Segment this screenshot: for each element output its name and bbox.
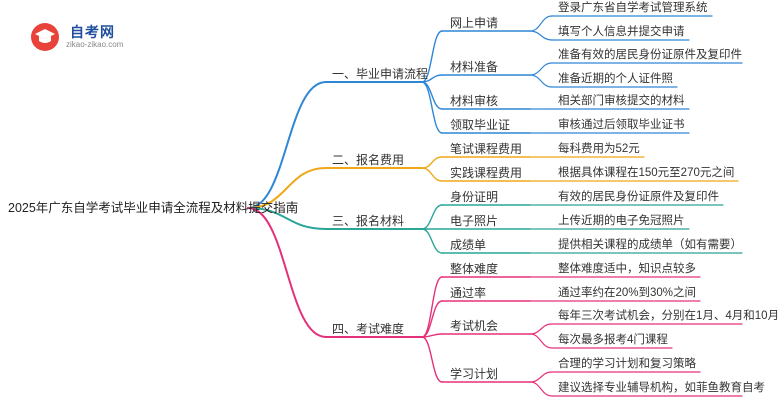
leaf-label-3-3-1: 提供相关课程的成绩单（如有需要） [558, 239, 742, 251]
site-logo: 自考网 zikao-zikao.com [30, 22, 150, 52]
leaf-label-1-4-1: 审核通过后领取毕业证书 [558, 119, 685, 131]
edge-leaf-4-4-1 [529, 371, 553, 383]
edge-root-branch-1 [247, 81, 327, 209]
edge-branch-4-child-2 [421, 300, 443, 338]
edge-branch-1-child-1 [421, 30, 443, 83]
child-label-1-4: 领取毕业证 [450, 118, 511, 132]
branch-label-4: 四、考试难度 [332, 322, 405, 336]
leaf-label-4-4-1: 合理的学习计划和复习策略 [558, 358, 696, 370]
child-label-1-3: 材料审核 [450, 94, 499, 108]
child-label-2-1: 笔试课程费用 [450, 142, 523, 156]
branch-label-1: 一、毕业申请流程 [332, 67, 429, 81]
leaf-label-1-1-2: 填写个人信息并提交申请 [558, 26, 685, 38]
child-label-1-1: 网上申请 [450, 16, 499, 30]
logo-name: 自考网 [70, 24, 115, 40]
edge-root-branch-2 [247, 167, 327, 209]
edge-branch-4-child-1 [421, 276, 443, 338]
leaf-label-1-2-1: 准备有效的居民身份证原件及复印件 [558, 49, 742, 61]
leaf-label-4-3-1: 每年三次考试机会，分别在1月、4月和10月 [558, 310, 779, 322]
edge-leaf-1-1-1 [529, 15, 553, 32]
mindmap-edges [247, 15, 743, 397]
child-label-2-2: 实践课程费用 [450, 166, 523, 180]
leaf-label-4-2-1: 通过率约在20%到30%之间 [558, 287, 697, 299]
root-topic: 2025年广东自学考试毕业申请全流程及材料提交指南 [8, 201, 299, 215]
edge-root-branch-4 [247, 207, 327, 338]
edge-leaf-4-3-1 [529, 323, 553, 335]
logo-url: zikao-zikao.com [66, 40, 124, 49]
leaf-label-3-1-1: 有效的居民身份证原件及复印件 [558, 191, 719, 203]
leaf-label-1-3-1: 相关部门审核提交的材料 [558, 95, 685, 107]
leaf-label-4-3-2: 每次最多报考4门课程 [558, 334, 668, 346]
leaf-label-3-2-1: 上传近期的电子免冠照片 [558, 215, 685, 227]
child-label-3-1: 身份证明 [450, 190, 499, 204]
child-label-3-3: 成绩单 [450, 238, 487, 252]
edge-leaf-1-2-1 [529, 62, 553, 76]
child-label-4-3: 考试机会 [450, 319, 499, 333]
edge-branch-2-child-2 [421, 167, 443, 182]
leaf-label-1-1-1: 登录广东省自学考试管理系统 [558, 2, 708, 14]
leaf-label-2-2-1: 根据具体课程在150元至270元之间 [558, 167, 735, 179]
edge-root-branch-3 [247, 207, 327, 230]
child-label-4-2: 通过率 [450, 286, 487, 300]
child-label-4-4: 学习计划 [450, 367, 499, 381]
child-label-1-2: 材料准备 [450, 60, 499, 74]
edge-leaf-4-4-2 [529, 381, 553, 397]
leaf-label-1-2-2: 准备近期的个人证件照 [558, 73, 673, 85]
edge-branch-3-child-3 [421, 228, 443, 254]
graduation-cap-icon [31, 23, 59, 51]
child-label-4-1: 整体难度 [450, 262, 499, 276]
edge-branch-4-child-4 [421, 336, 443, 383]
mindmap-canvas [247, 15, 743, 397]
branch-label-3: 三、报名材料 [332, 214, 405, 228]
child-label-3-2: 电子照片 [450, 214, 499, 228]
branch-label-2: 二、报名费用 [332, 153, 405, 167]
leaf-label-4-4-2: 建议选择专业辅导机构，如菲鱼教育自考 [558, 382, 765, 394]
edge-leaf-4-3-2 [529, 333, 553, 349]
edge-leaf-1-2-2 [529, 74, 553, 88]
edge-leaf-1-1-2 [529, 30, 553, 41]
leaf-label-2-1-1: 每科费用为52元 [558, 143, 640, 155]
edge-branch-1-child-4 [421, 81, 443, 134]
leaf-label-4-1-1: 整体难度适中，知识点较多 [558, 263, 696, 275]
edge-branch-3-child-1 [421, 204, 443, 230]
edge-branch-2-child-1 [421, 156, 443, 169]
edge-branch-4-child-3 [421, 333, 443, 338]
